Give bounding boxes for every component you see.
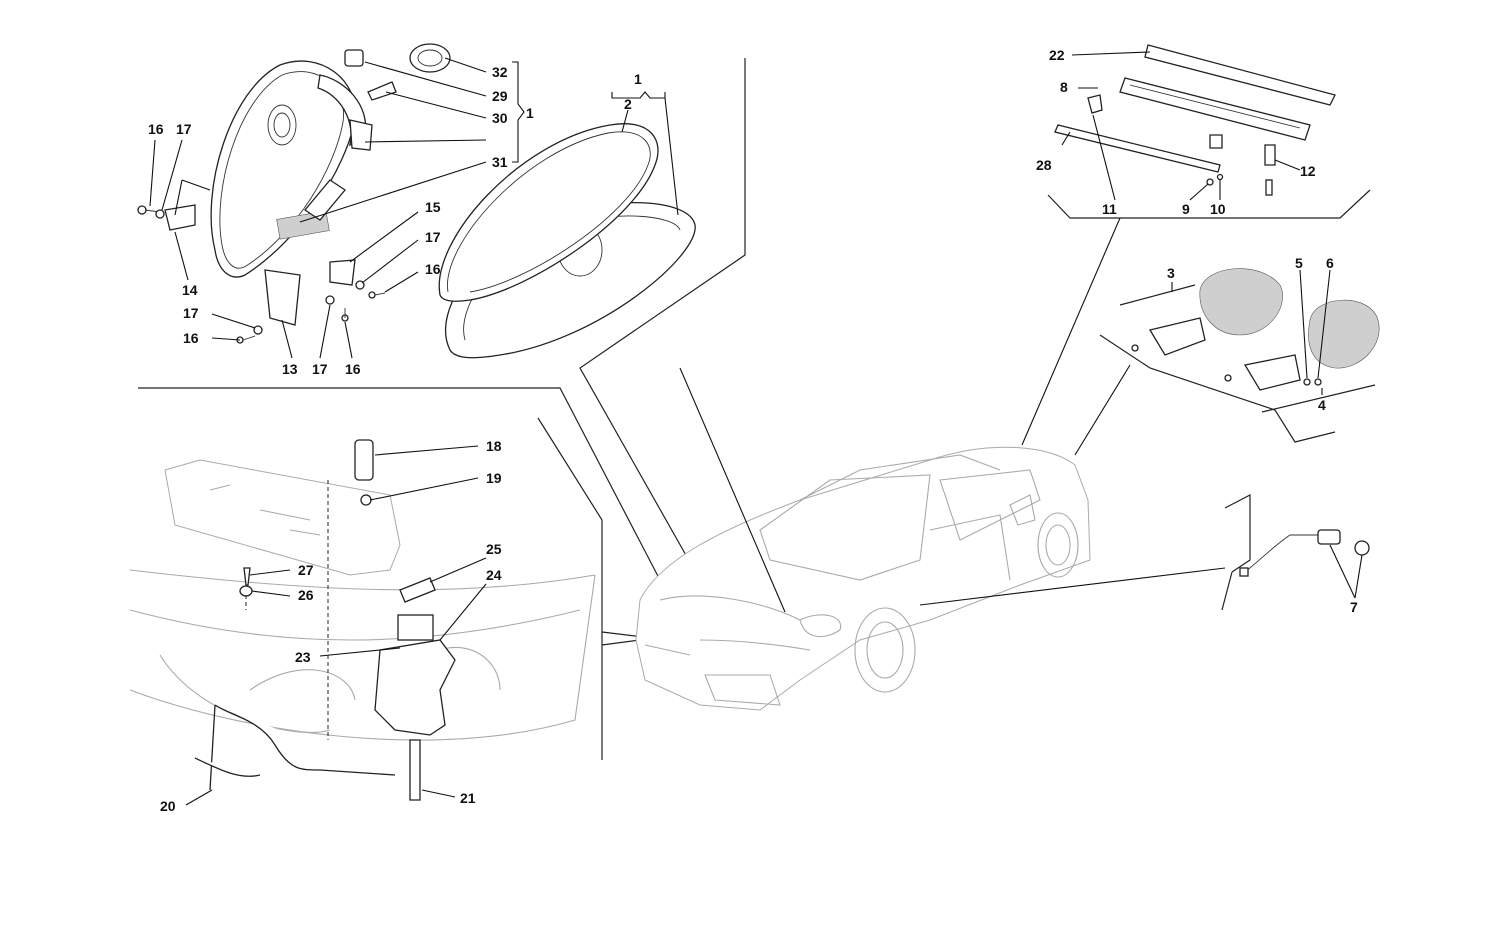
callout-22: 22 <box>1049 47 1065 63</box>
side-repeater-assembly <box>1239 529 1370 577</box>
headlamp-gasket-assembly <box>438 123 696 359</box>
callout-labels: 32 29 30 31 1 16 17 14 15 17 16 17 16 13… <box>148 47 1358 814</box>
callout-4: 4 <box>1318 397 1326 413</box>
callout-13: 13 <box>282 361 298 377</box>
callout-30: 30 <box>492 110 508 126</box>
callout-16-c: 16 <box>183 330 199 346</box>
callout-16-a: 16 <box>148 121 164 137</box>
callout-2: 2 <box>624 96 632 112</box>
callout-3: 3 <box>1167 265 1175 281</box>
callout-8: 8 <box>1060 79 1068 95</box>
plate-light-assembly <box>1054 44 1336 196</box>
callout-16-d: 16 <box>345 361 361 377</box>
callout-10: 10 <box>1210 201 1226 217</box>
callout-17-d: 17 <box>312 361 328 377</box>
callout-28: 28 <box>1036 157 1052 173</box>
callout-17-b: 17 <box>425 229 441 245</box>
car-overview <box>635 446 1091 711</box>
headlamp-assembly <box>137 43 451 344</box>
leader-lines <box>149 51 1363 806</box>
callout-9: 9 <box>1182 201 1190 217</box>
callout-23: 23 <box>295 649 311 665</box>
callout-16-b: 16 <box>425 261 441 277</box>
section-divider-lines <box>138 58 1371 760</box>
callout-32: 32 <box>492 64 508 80</box>
callout-31: 31 <box>492 154 508 170</box>
callout-20: 20 <box>160 798 176 814</box>
callout-6: 6 <box>1326 255 1334 271</box>
callout-24: 24 <box>486 567 502 583</box>
callout-25: 25 <box>486 541 502 557</box>
callout-11: 11 <box>1102 201 1117 217</box>
callout-12: 12 <box>1300 163 1316 179</box>
callout-29: 29 <box>492 88 508 104</box>
callout-5: 5 <box>1295 255 1303 271</box>
callout-15: 15 <box>425 199 441 215</box>
callout-1-headlamp: 1 <box>526 105 534 121</box>
callout-7: 7 <box>1350 599 1358 615</box>
callout-17-c: 17 <box>183 305 199 321</box>
fog-lamp-assembly <box>1119 268 1380 413</box>
callout-14: 14 <box>182 282 198 298</box>
callout-27: 27 <box>298 562 314 578</box>
callout-18: 18 <box>486 438 502 454</box>
callout-26: 26 <box>298 587 314 603</box>
callout-17-a: 17 <box>176 121 192 137</box>
bumper-washer-assembly <box>129 439 596 801</box>
callout-21: 21 <box>460 790 476 806</box>
callout-1-gasket: 1 <box>634 71 642 87</box>
callout-19: 19 <box>486 470 502 486</box>
